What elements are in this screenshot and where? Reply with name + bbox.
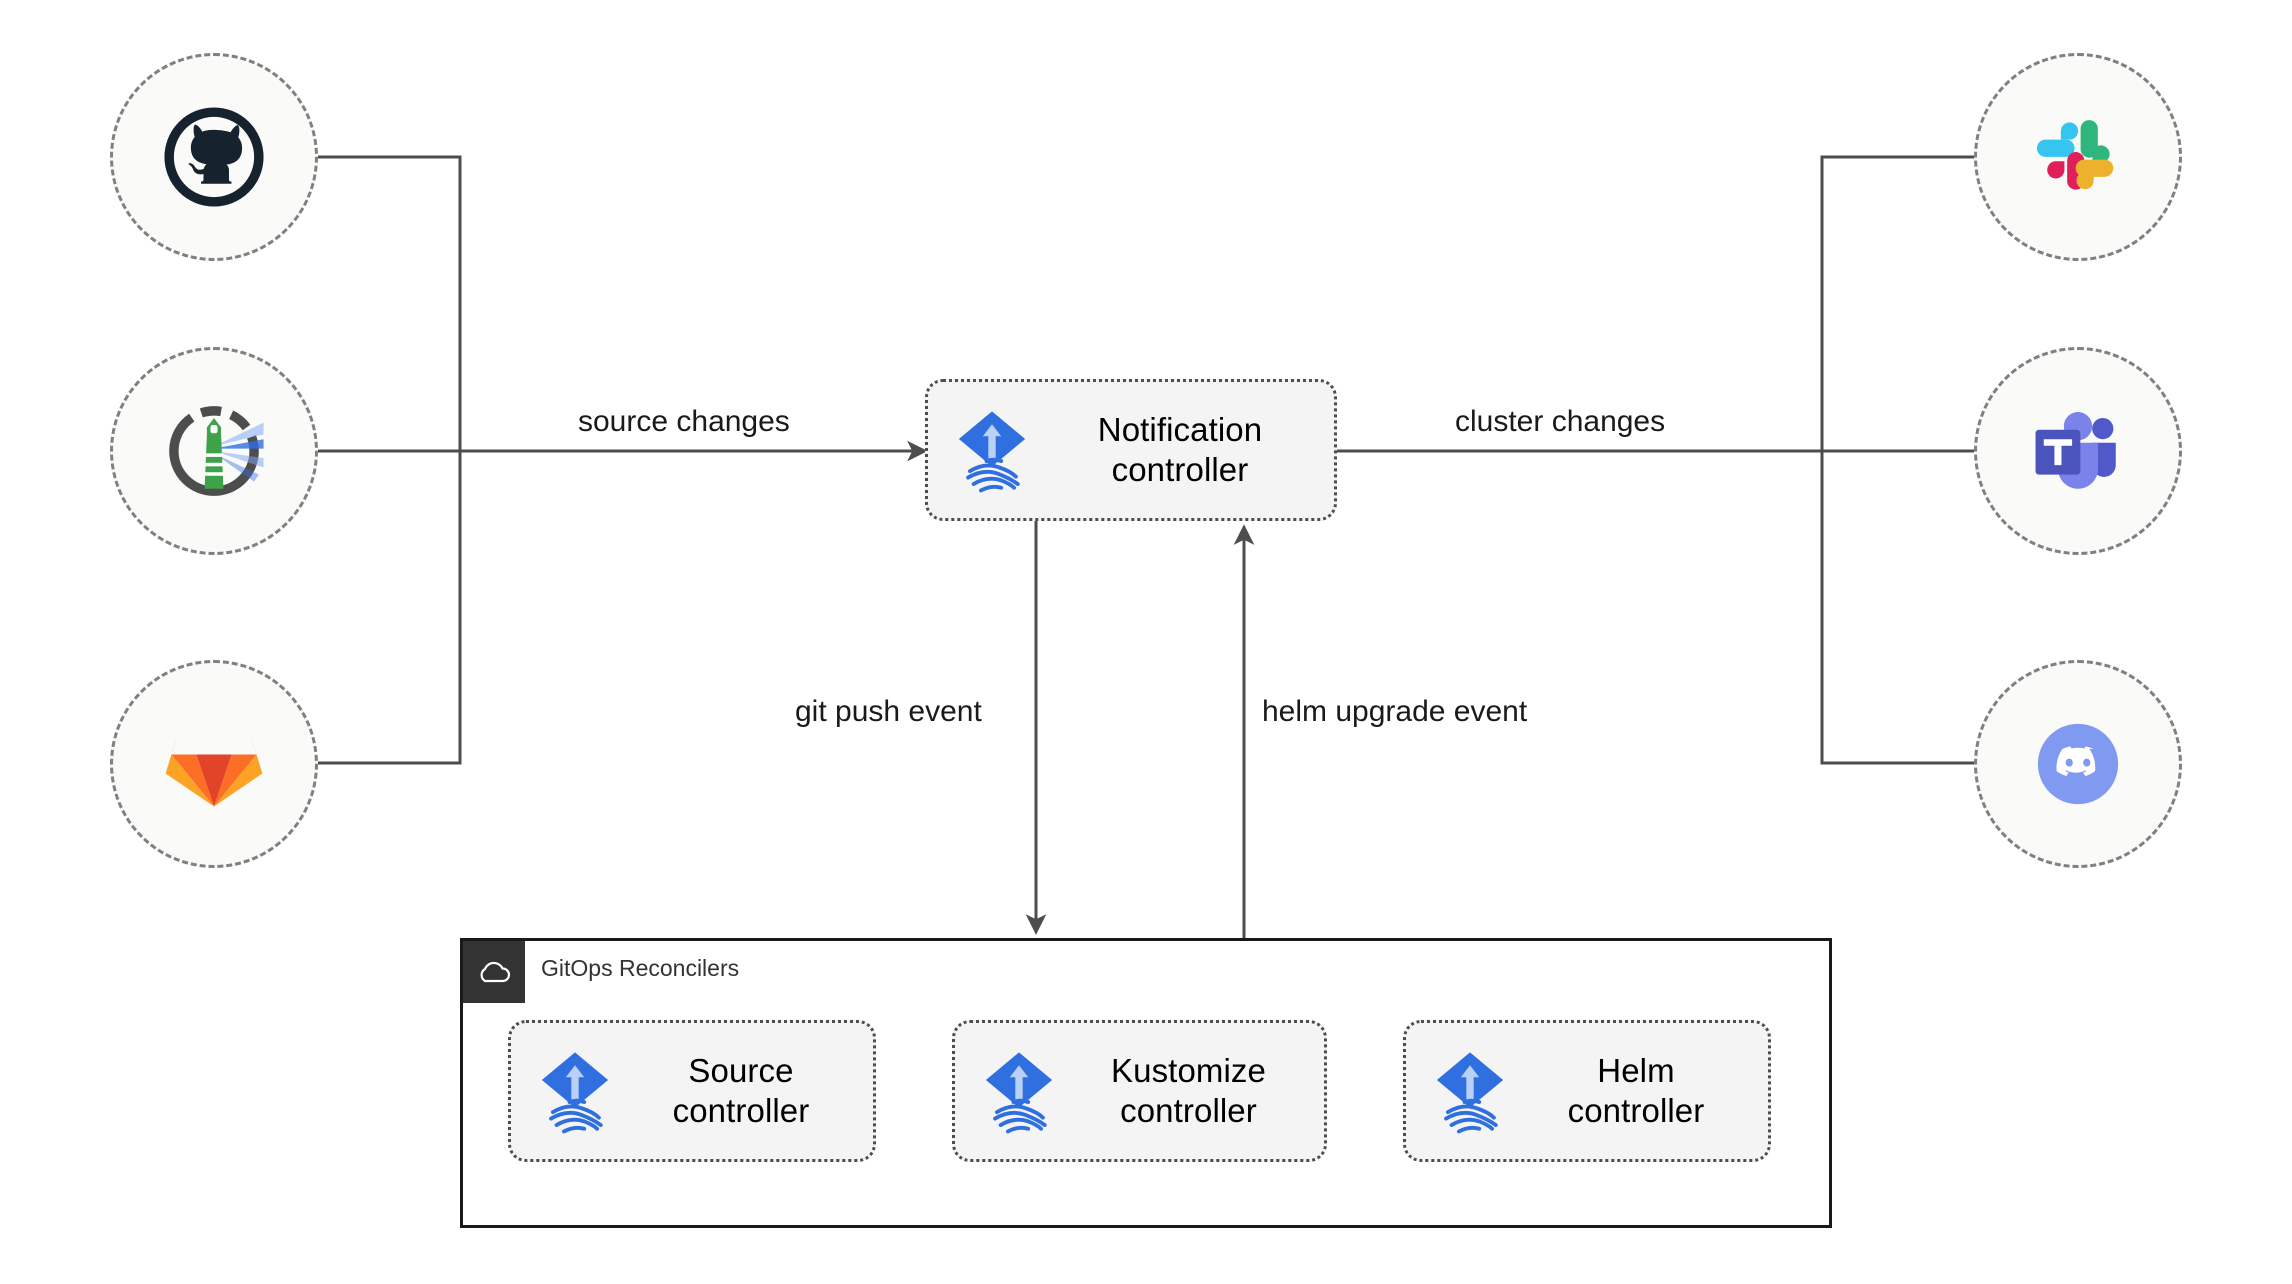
edge-label-cluster-changes: cluster changes [1455,405,1666,438]
flux-lighthouse-icon [169,406,264,496]
microsoft-teams-icon [2035,412,2116,489]
edge-label-git-push-event: git push event [795,695,982,728]
edge-label-source-changes: source changes [578,405,790,438]
flux-logo-icon [1436,1052,1504,1134]
flux-logo-icon [541,1052,609,1134]
source-controller-box[interactable]: Source controller [508,1020,876,1162]
container-title: GitOps Reconcilers [541,955,740,981]
source-node-gitlab[interactable] [110,660,318,868]
container-tab [463,941,525,1003]
kustomize-controller-box[interactable]: Kustomize controller [952,1020,1327,1162]
flux-logo-icon [985,1052,1053,1134]
destination-node-slack[interactable] [1974,53,2182,261]
source-node-github[interactable] [110,53,318,261]
helm-controller-box[interactable]: Helm controller [1403,1020,1771,1162]
flux-logo-icon [958,411,1026,493]
kustomize-controller-label: Kustomize controller [1111,1051,1266,1129]
discord-icon [2037,723,2119,805]
helm-controller-label: Helm controller [1567,1051,1705,1129]
github-icon [164,107,264,207]
destination-node-discord[interactable] [1974,660,2182,868]
source-controller-label: Source controller [672,1051,810,1129]
gitlab-icon [165,728,263,807]
edge-label-helm-upgrade-event: helm upgrade event [1262,695,1528,728]
notification-controller-label: Notification controller [1097,410,1263,488]
notification-controller-box[interactable]: Notification controller [925,379,1337,521]
cloud-icon [480,961,511,983]
slack-icon [2036,120,2114,190]
source-node-flux[interactable] [110,347,318,555]
destination-node-teams[interactable] [1974,347,2182,555]
